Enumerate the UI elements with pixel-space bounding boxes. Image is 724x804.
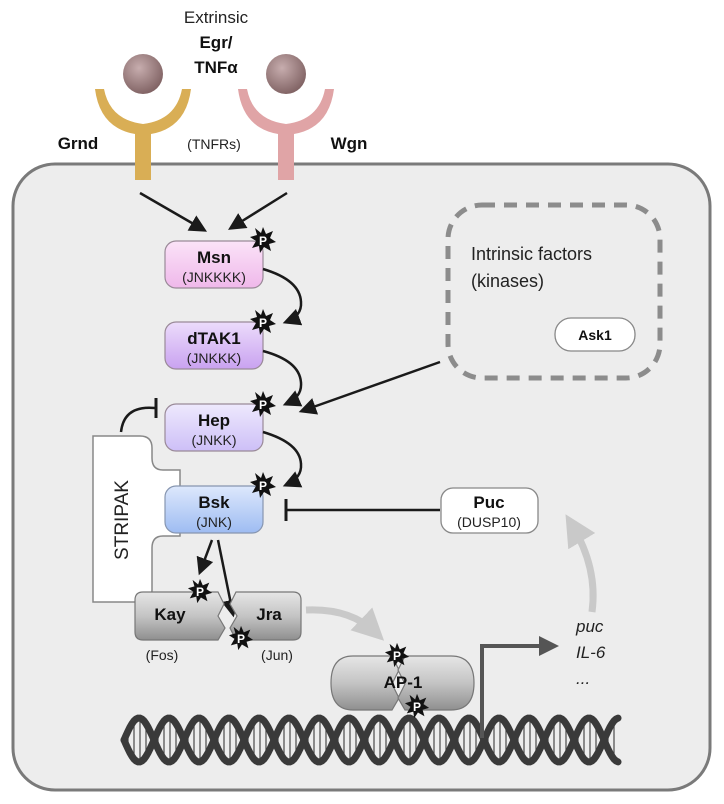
target-gene-more: ... bbox=[576, 669, 590, 688]
phospho-jra: P bbox=[228, 625, 254, 651]
intrinsic-factors-box bbox=[445, 202, 663, 381]
stripak-inhibit-hep bbox=[119, 406, 156, 433]
wgn-receptor bbox=[238, 89, 334, 180]
intrinsic-title: Intrinsic factors bbox=[471, 244, 592, 264]
svg-text:P: P bbox=[196, 585, 204, 599]
tnfr-label: (TNFRs) bbox=[187, 136, 241, 152]
kay-node: Kay bbox=[134, 591, 226, 641]
arrow-wgn-msn bbox=[228, 191, 288, 230]
phospho-msn: P bbox=[250, 227, 276, 253]
phospho-bsk: P bbox=[250, 472, 276, 498]
phospho-ap1-bottom: P bbox=[404, 693, 430, 719]
kay-alias: (Fos) bbox=[146, 647, 179, 663]
arrow-bsk-kay bbox=[196, 539, 214, 576]
ligand-label-tnfa: TNFα bbox=[194, 58, 238, 77]
arrow-msn-dtak1 bbox=[262, 267, 303, 326]
phospho-kay: P bbox=[187, 578, 213, 604]
puc-node bbox=[440, 487, 539, 534]
dna-strand-a bbox=[120, 714, 622, 766]
svg-text:P: P bbox=[259, 316, 267, 330]
grnd-receptor bbox=[95, 89, 191, 180]
dna-strand-b bbox=[120, 714, 622, 766]
dtak1-label: dTAK1 bbox=[187, 329, 241, 348]
kay-label: Kay bbox=[154, 605, 186, 624]
svg-text:P: P bbox=[237, 632, 245, 646]
grnd-label: Grnd bbox=[58, 134, 99, 153]
hep-alias: (JNKK) bbox=[191, 432, 236, 448]
stripak-label: STRIPAK bbox=[112, 480, 133, 560]
svg-text:P: P bbox=[393, 649, 401, 663]
hep-label: Hep bbox=[198, 411, 230, 430]
ligand-label-egr: Egr/ bbox=[199, 33, 232, 52]
egr-ligand-right bbox=[266, 54, 306, 94]
jra-alias: (Jun) bbox=[261, 647, 293, 663]
target-gene-il6: IL-6 bbox=[576, 643, 606, 662]
wgn-label: Wgn bbox=[331, 134, 368, 153]
phospho-hep: P bbox=[250, 391, 276, 417]
arrow-hep-bsk bbox=[262, 430, 303, 488]
arrow-grnd-msn bbox=[139, 191, 208, 232]
dtak1-node: dTAK1 (JNKKK) bbox=[164, 321, 264, 370]
jra-node: Jra bbox=[229, 591, 302, 641]
phospho-ap1-top: P bbox=[384, 642, 410, 668]
target-gene-puc: puc bbox=[575, 617, 604, 636]
intrinsic-subtitle: (kinases) bbox=[471, 271, 544, 291]
bsk-label: Bsk bbox=[198, 493, 230, 512]
ask1-label: Ask1 bbox=[578, 327, 612, 343]
egr-ligand-left bbox=[123, 54, 163, 94]
svg-text:P: P bbox=[259, 234, 267, 248]
msn-alias: (JNKKKK) bbox=[182, 269, 246, 285]
svg-text:P: P bbox=[413, 700, 421, 714]
dna-helix bbox=[120, 714, 622, 766]
msn-node: Msn (JNKKKK) bbox=[164, 240, 264, 289]
phospho-dtak1: P bbox=[250, 309, 276, 335]
jra-label: Jra bbox=[256, 605, 282, 624]
ligand-label-extrinsic: Extrinsic bbox=[184, 8, 249, 27]
hep-node: Hep (JNKK) bbox=[164, 403, 264, 452]
arrow-dtak1-hep bbox=[262, 349, 303, 407]
dtak1-alias: (JNKKK) bbox=[187, 350, 241, 366]
svg-text:P: P bbox=[259, 398, 267, 412]
ask1-node bbox=[554, 317, 636, 352]
bsk-node: Bsk (JNK) bbox=[164, 485, 264, 534]
bsk-alias: (JNK) bbox=[196, 514, 232, 530]
arrow-puc-feedback bbox=[565, 514, 597, 613]
arrow-intrinsic-hep bbox=[298, 360, 441, 415]
svg-text:P: P bbox=[259, 479, 267, 493]
puc-alias: (DUSP10) bbox=[457, 514, 521, 530]
msn-label: Msn bbox=[197, 248, 231, 267]
transcription-arrow bbox=[480, 636, 559, 738]
puc-label: Puc bbox=[473, 493, 504, 512]
arrow-jra-ap1 bbox=[305, 606, 385, 641]
ap1-label: AP-1 bbox=[384, 673, 423, 692]
